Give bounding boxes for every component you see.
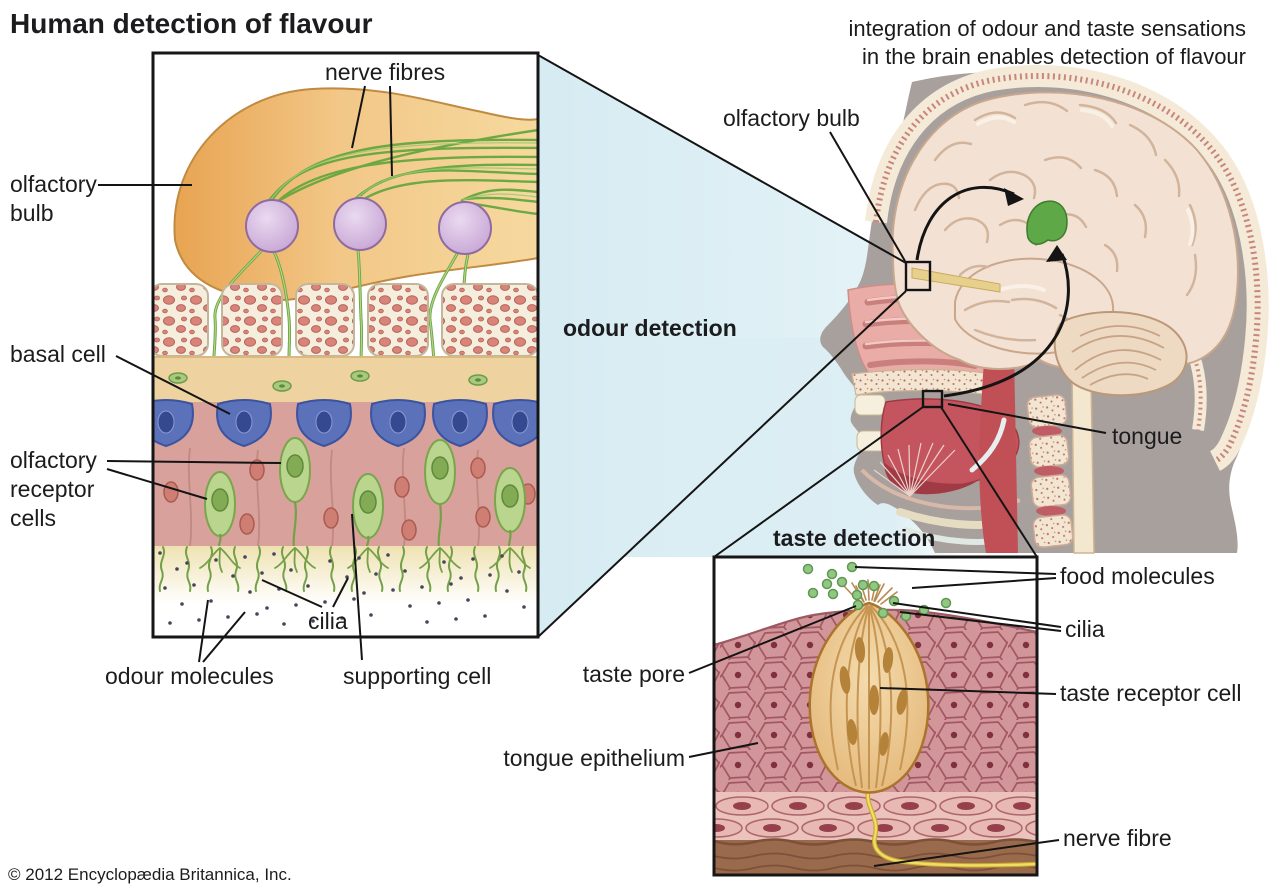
mucus-layer — [154, 546, 537, 604]
sensation-flow-arrows — [915, 185, 1070, 398]
page-title: Human detection of flavour — [10, 8, 373, 39]
food-molecule-dots — [802, 561, 952, 622]
label-receptor-2: receptor — [10, 476, 95, 502]
label-odour-molecules: odour molecules — [105, 663, 274, 689]
olfactory-tract — [911, 267, 1001, 293]
basal-lamina-band — [154, 356, 537, 402]
taste-bud — [808, 579, 930, 794]
label-taste-pore: taste pore — [583, 661, 685, 687]
label-basal-cell: basal cell — [10, 341, 106, 367]
label-tongue-epithelium: tongue epithelium — [503, 745, 685, 771]
head-illustration — [820, 64, 1269, 554]
label-tongue: tongue — [1112, 423, 1182, 449]
label-food-molecules: food molecules — [1060, 563, 1215, 589]
cribriform-plate — [154, 283, 537, 357]
label-olfactory-bulb-left-1: olfactory — [10, 171, 97, 197]
cilia-squiggles — [158, 546, 531, 592]
vertebrae — [1026, 394, 1074, 548]
label-olfactory-bulb-left-2: bulb — [10, 200, 53, 226]
odour-zoom-lines — [537, 54, 907, 638]
taste-zoom-lines — [713, 406, 1038, 558]
glomeruli — [245, 197, 492, 255]
cerebellum — [1053, 310, 1188, 397]
label-receptor-1: olfactory — [10, 447, 97, 473]
insula-green-patch — [1026, 200, 1068, 245]
epithelium-mid-layer — [715, 792, 1036, 840]
label-receptor-3: cells — [10, 505, 56, 531]
odour-detail-panel: nerve fibres cilia — [151, 51, 540, 639]
taste-panel-labels: food molecules cilia taste pore taste re… — [503, 563, 1242, 867]
taste-detail-panel: taste detection — [712, 525, 1039, 877]
odour-molecule-dots — [158, 551, 526, 626]
label-nerve-fibres: nerve fibres — [325, 59, 445, 85]
taste-detection-heading: taste detection — [773, 525, 935, 551]
label-olfactory-bulb-head: olfactory bulb — [723, 105, 860, 131]
integration-note-line1: integration of odour and taste sensation… — [849, 16, 1247, 41]
label-cilia-odour: cilia — [308, 608, 348, 634]
odour-panel-external-labels: olfactory bulb basal cell olfactory rece… — [10, 171, 491, 689]
label-nerve-fibre: nerve fibre — [1063, 825, 1172, 851]
integration-note-line2: in the brain enables detection of flavou… — [862, 44, 1246, 69]
label-cilia-taste: cilia — [1065, 616, 1105, 642]
tongue-zoom-box — [921, 389, 944, 409]
olfactory-bulb-zoom-box — [904, 260, 932, 292]
label-taste-receptor-cell: taste receptor cell — [1060, 680, 1242, 706]
copyright-line: © 2012 Encyclopædia Britannica, Inc. — [8, 865, 292, 884]
odour-detection-heading: odour detection — [563, 315, 737, 341]
head-labels: integration of odour and taste sensation… — [723, 16, 1246, 449]
basal-cells — [154, 399, 537, 448]
label-supporting-cell: supporting cell — [343, 663, 491, 689]
olfactory-receptor-cell-bodies — [204, 437, 526, 550]
